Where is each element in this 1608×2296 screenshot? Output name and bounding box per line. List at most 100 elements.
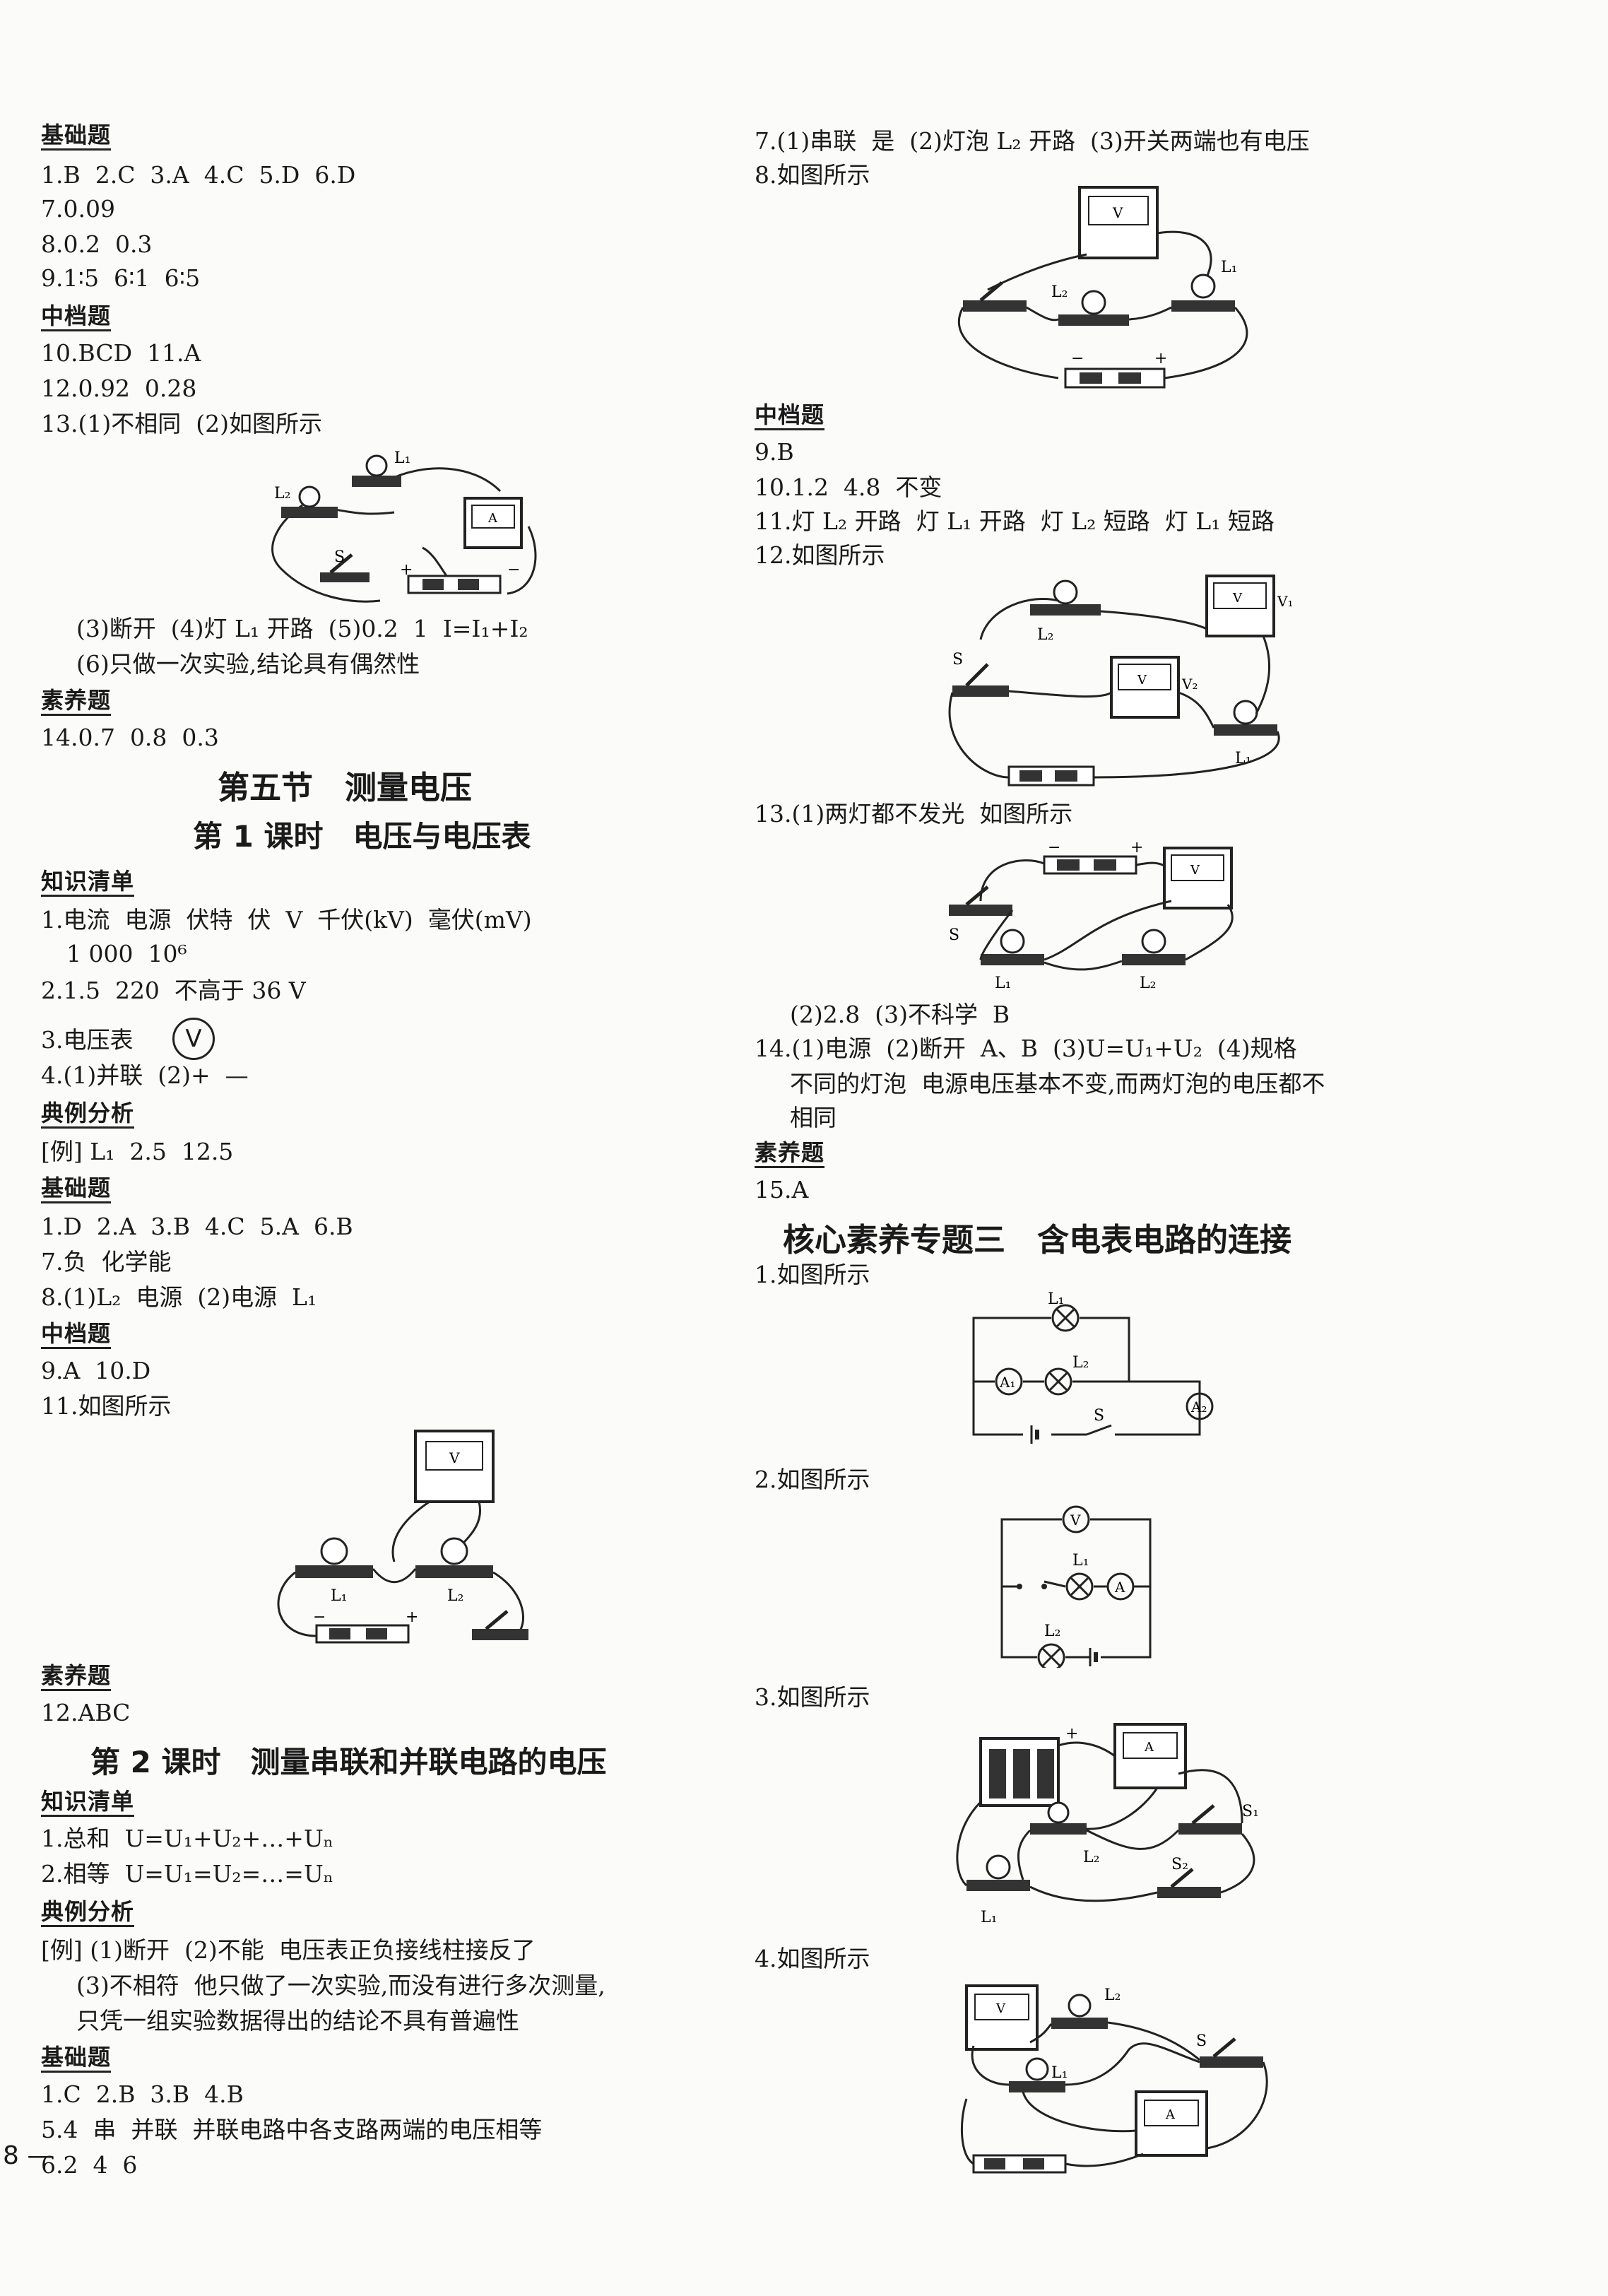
answer-line: 12.ABC — [41, 1699, 131, 1726]
circuit-figure-4: V L₂ L₁ S A — [952, 1979, 1284, 2184]
answer-line: 9.B — [755, 438, 794, 466]
label-V: V — [1190, 863, 1200, 878]
label-V: V — [1232, 591, 1243, 606]
label-minus: − — [1071, 350, 1084, 367]
label-minus: − — [507, 561, 520, 579]
answer-line: 9.1∶5 6∶1 6∶5 — [41, 264, 201, 292]
answer-line: (2)2.8 (3)不科学 B — [790, 1001, 1010, 1028]
label-V: V — [1112, 204, 1123, 221]
label-plus: + — [400, 561, 413, 579]
label-A1: A₁ — [999, 1374, 1015, 1391]
answer-line: 2.如图所示 — [755, 1466, 870, 1493]
label-L1: L₁ — [981, 1909, 997, 1926]
answer-line: 1.电流 电源 伏特 伏 V 千伏(kV) 毫伏(mV) — [41, 906, 532, 934]
label-S: S — [1094, 1407, 1104, 1425]
label-L2: L₂ — [1104, 1986, 1121, 2004]
label-S2: S₂ — [1171, 1856, 1188, 1873]
label-V: V — [1070, 1512, 1081, 1529]
label-L1: L₁ — [1048, 1290, 1064, 1308]
label-S: S — [949, 926, 959, 944]
label-L2: L₂ — [1083, 1849, 1099, 1866]
label-plus: + — [1130, 839, 1143, 856]
heading-basic: 基础题 — [41, 1175, 112, 1203]
heading-literacy: 素养题 — [755, 1139, 825, 1168]
answer-line: 2.相等 U=U₁=U₂=…=Uₙ — [41, 1860, 334, 1888]
answer-line: 7.负 化学能 — [41, 1248, 172, 1276]
label-plus: + — [406, 1608, 418, 1626]
label-L2: L₂ — [274, 485, 290, 502]
circuit-figure-q13: L₁ L₂ A S + − — [253, 449, 571, 615]
answer-line: 12.如图所示 — [755, 541, 885, 569]
label-L1: L₁ — [331, 1587, 347, 1605]
answer-line: 3.电压表 — [41, 1026, 134, 1054]
answer-line: 1.总和 U=U₁+U₂+…+Uₙ — [41, 1825, 334, 1852]
answer-line: 1.B 2.C 3.A 4.C 5.D 6.D — [41, 161, 356, 189]
answer-line: 8.(1)L₂ 电源 (2)电源 L₁ — [41, 1283, 317, 1311]
answer-line: 14.(1)电源 (2)断开 A、B (3)U=U₁+U₂ (4)规格 — [755, 1035, 1297, 1062]
circuit-figure-q12: L₂ V V₁ V V₂ S L₁ — [924, 572, 1306, 791]
label-L1: L₁ — [995, 975, 1011, 992]
label-L1: L₁ — [1072, 1552, 1089, 1570]
label-minus: − — [1048, 839, 1060, 856]
label-L2: L₂ — [447, 1587, 463, 1605]
heading-middle: 中档题 — [755, 401, 825, 430]
answer-line: 3.如图所示 — [755, 1683, 870, 1711]
answer-line: 5.4 串 并联 并联电路中各支路两端的电压相等 — [41, 2116, 543, 2143]
label-A: A — [487, 511, 498, 526]
heading-basic: 基础题 — [41, 2044, 112, 2073]
answer-line: 11.灯 L₂ 开路 灯 L₁ 开路 灯 L₂ 短路 灯 L₁ 短路 — [755, 507, 1275, 535]
heading-literacy: 素养题 — [41, 687, 112, 716]
answer-line: 9.A 10.D — [41, 1357, 151, 1384]
answer-line: [例] L₁ 2.5 12.5 — [41, 1138, 234, 1165]
circuit-figure-3: + A L₁ L₂ S₁ S₂ — [945, 1717, 1277, 1950]
lesson-title: 第 2 课时 测量串联和并联电路的电压 — [90, 1745, 607, 1779]
answer-line: (3)不相符 他只做了一次实验,而没有进行多次测量, — [76, 1972, 605, 1999]
voltmeter-symbol: V — [172, 1018, 215, 1060]
answer-line: 11.如图所示 — [41, 1392, 172, 1420]
answer-line: 13.(1)不相同 (2)如图所示 — [41, 410, 322, 437]
label-plus: + — [1154, 350, 1167, 367]
answer-line: 1.D 2.A 3.B 4.C 5.A 6.B — [41, 1213, 353, 1240]
answer-line: 1 000 10⁶ — [66, 940, 187, 967]
label-A: A — [1114, 1579, 1125, 1596]
label-L2: L₂ — [1051, 283, 1068, 301]
answer-line: [例] (1)断开 (2)不能 电压表正负接线柱接反了 — [41, 1936, 536, 1964]
heading-middle: 中档题 — [41, 302, 112, 331]
page-number: 8 — — [3, 2141, 53, 2170]
heading-example: 典例分析 — [41, 1100, 135, 1129]
answer-line: 2.1.5 220 不高于 36 V — [41, 977, 306, 1004]
label-S: S — [334, 548, 345, 566]
heading-basic: 基础题 — [41, 122, 112, 151]
label-A2: A₂ — [1190, 1399, 1207, 1415]
label-L2: L₂ — [1044, 1623, 1060, 1640]
topic-title: 核心素养专题三 含电表电路的连接 — [783, 1221, 1292, 1259]
lesson-title: 第 1 课时 电压与电压表 — [193, 819, 531, 854]
answer-line: 相同 — [790, 1104, 836, 1131]
answer-line: 8.如图所示 — [755, 161, 870, 189]
answer-line: 不同的灯泡 电源电压基本不变,而两灯泡的电压都不 — [790, 1070, 1325, 1097]
answer-line: 7.0.09 — [41, 195, 115, 223]
answer-line: 1.如图所示 — [755, 1261, 870, 1288]
heading-knowledge: 知识清单 — [41, 868, 135, 897]
answer-line: 10.BCD 11.A — [41, 339, 201, 367]
label-S1: S₁ — [1242, 1803, 1259, 1820]
label-L2: L₂ — [1140, 975, 1156, 992]
label-S: S — [952, 651, 963, 669]
answer-line: 13.(1)两灯都不发光 如图所示 — [755, 800, 1073, 828]
label-A: A — [1165, 2107, 1176, 2122]
circuit-figure-q11: V L₁ L₂ − + — [246, 1424, 571, 1650]
section-title: 第五节 测量电压 — [218, 769, 473, 806]
label-L2: L₂ — [1072, 1354, 1089, 1372]
answer-line: 只凭一组实验数据得出的结论不具有普遍性 — [76, 2007, 519, 2035]
label-S: S — [1196, 2032, 1207, 2050]
circuit-figure-q8: V L₂ L₁ − + — [945, 184, 1284, 396]
answer-line: (6)只做一次实验,结论具有偶然性 — [76, 650, 420, 678]
label-L1: L₁ — [1051, 2064, 1068, 2082]
answer-line: 6.2 4 6 — [41, 2151, 138, 2179]
heading-middle: 中档题 — [41, 1320, 112, 1349]
answer-line: 15.A — [755, 1176, 809, 1203]
answer-line: 4.(1)并联 (2)+ — — [41, 1061, 249, 1089]
schematic-figure-1: L₁ L₂ A₁ A₂ S — [966, 1290, 1221, 1452]
label-L2: L₂ — [1037, 626, 1053, 644]
answer-line: 1.C 2.B 3.B 4.B — [41, 2080, 244, 2108]
